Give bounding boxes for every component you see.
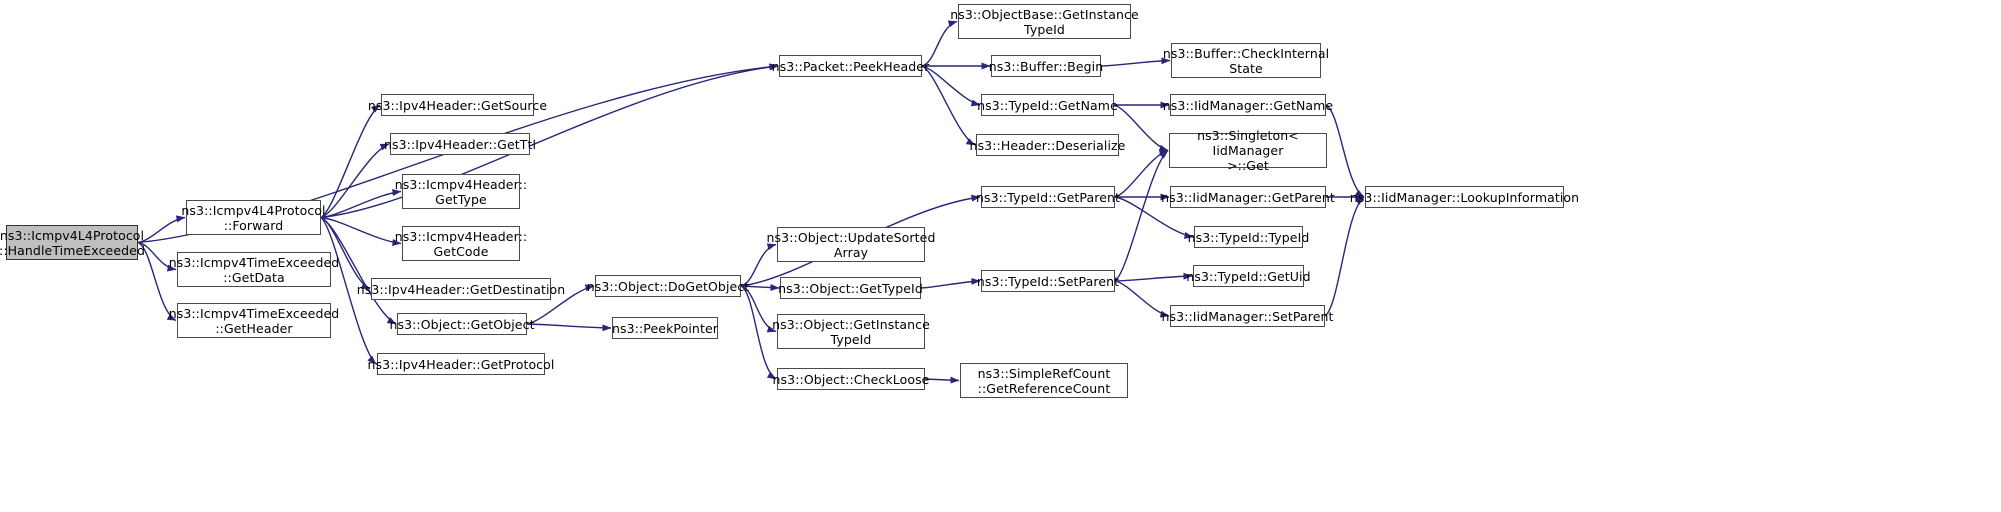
graph-node-icmp_gettype[interactable]: ns3::Icmpv4Header:: GetType <box>395 174 527 209</box>
edge-forward-to-ipv4_getsource <box>320 104 381 219</box>
edge-iid_setparent-to-iid_lookupinformation <box>1324 196 1365 317</box>
graph-node-objbase_getinstancetypeid[interactable]: ns3::ObjectBase::GetInstance TypeId <box>950 4 1139 39</box>
graph-node-ipv4_getsource[interactable]: ns3::Ipv4Header::GetSource <box>368 94 547 116</box>
graph-node-ipv4_getttl[interactable]: ns3::Ipv4Header::GetTtl <box>384 133 536 155</box>
edge-packet_peekheader-to-header_deserialize <box>921 65 976 146</box>
edge-handleTimeExceeded-to-forward <box>137 215 186 244</box>
edge-obj_dogetobject-to-obj_checkloose <box>740 285 777 380</box>
graph-node-header_deserialize[interactable]: ns3::Header::Deserialize <box>970 134 1125 156</box>
graph-node-obj_getobject[interactable]: ns3::Object::GetObject <box>389 313 534 335</box>
graph-node-iid_getname[interactable]: ns3::IidManager::GetName <box>1163 94 1333 116</box>
edge-typeid_setparent-to-singleton_get <box>1114 149 1169 282</box>
graph-node-ipv4_getprotocol[interactable]: ns3::Ipv4Header::GetProtocol <box>368 353 554 375</box>
graph-node-iid_setparent[interactable]: ns3::IidManager::SetParent <box>1161 305 1333 327</box>
graph-node-te_getheader[interactable]: ns3::Icmpv4TimeExceeded ::GetHeader <box>169 303 339 338</box>
edge-typeid_setparent-to-typeid_getuid <box>1114 272 1193 282</box>
graph-node-forward[interactable]: ns3::Icmpv4L4Protocol ::Forward <box>181 200 326 235</box>
edge-forward-to-icmp_getcode <box>320 216 402 246</box>
edge-iid_getname-to-iid_lookupinformation <box>1325 104 1365 198</box>
graph-node-icmp_getcode[interactable]: ns3::Icmpv4Header:: GetCode <box>395 226 527 261</box>
graph-node-handleTimeExceeded[interactable]: ns3::Icmpv4L4Protocol ::HandleTimeExceed… <box>0 225 145 260</box>
graph-node-singleton_get[interactable]: ns3::Singleton< IidManager >::Get <box>1169 128 1327 173</box>
graph-node-typeid_setparent[interactable]: ns3::TypeId::SetParent <box>977 270 1119 292</box>
graph-node-iid_lookupinformation[interactable]: ns3::IidManager::LookupInformation <box>1350 186 1579 208</box>
graph-node-obj_dogetobject[interactable]: ns3::Object::DoGetObject <box>587 275 749 297</box>
graph-node-ipv4_getdest[interactable]: ns3::Ipv4Header::GetDestination <box>357 278 565 300</box>
graph-node-obj_updatesorted[interactable]: ns3::Object::UpdateSorted Array <box>767 227 935 262</box>
edge-buffer_begin-to-buffer_checkinternal <box>1100 57 1171 67</box>
edge-packet_peekheader-to-typeid_getname <box>921 65 981 107</box>
edge-typeid_getparent-to-singleton_get <box>1114 149 1169 198</box>
graph-node-obj_gettypeid[interactable]: ns3::Object::GetTypeId <box>778 277 923 299</box>
graph-node-buffer_begin[interactable]: ns3::Buffer::Begin <box>989 55 1103 77</box>
graph-node-typeid_typeid[interactable]: ns3::TypeId::TypeId <box>1188 226 1309 248</box>
graph-node-peekpointer[interactable]: ns3::PeekPointer <box>612 317 718 339</box>
edge-obj_checkloose-to-simplerefcount_getref <box>924 376 960 384</box>
graph-node-buffer_checkinternal[interactable]: ns3::Buffer::CheckInternal State <box>1163 43 1329 78</box>
graph-node-typeid_getparent[interactable]: ns3::TypeId::GetParent <box>976 186 1120 208</box>
edge-forward-to-icmp_gettype <box>320 189 402 219</box>
graph-node-simplerefcount_getref[interactable]: ns3::SimpleRefCount ::GetReferenceCount <box>960 363 1128 398</box>
graph-node-obj_checkloose[interactable]: ns3::Object::CheckLoose <box>773 368 929 390</box>
graph-node-te_getdata[interactable]: ns3::Icmpv4TimeExceeded ::GetData <box>169 252 339 287</box>
edge-obj_getobject-to-peekpointer <box>526 323 612 332</box>
graph-node-obj_getinstancetypeid[interactable]: ns3::Object::GetInstance TypeId <box>772 314 930 349</box>
graph-node-typeid_getuid[interactable]: ns3::TypeId::GetUid <box>1186 265 1311 287</box>
graph-node-packet_peekheader[interactable]: ns3::Packet::PeekHeader <box>772 55 929 77</box>
edge-obj_gettypeid-to-typeid_setparent <box>920 277 981 289</box>
graph-node-typeid_getname[interactable]: ns3::TypeId::GetName <box>977 94 1118 116</box>
edge-forward-to-ipv4_getttl <box>320 143 390 219</box>
graph-node-iid_getparent[interactable]: ns3::IidManager::GetParent <box>1161 186 1335 208</box>
